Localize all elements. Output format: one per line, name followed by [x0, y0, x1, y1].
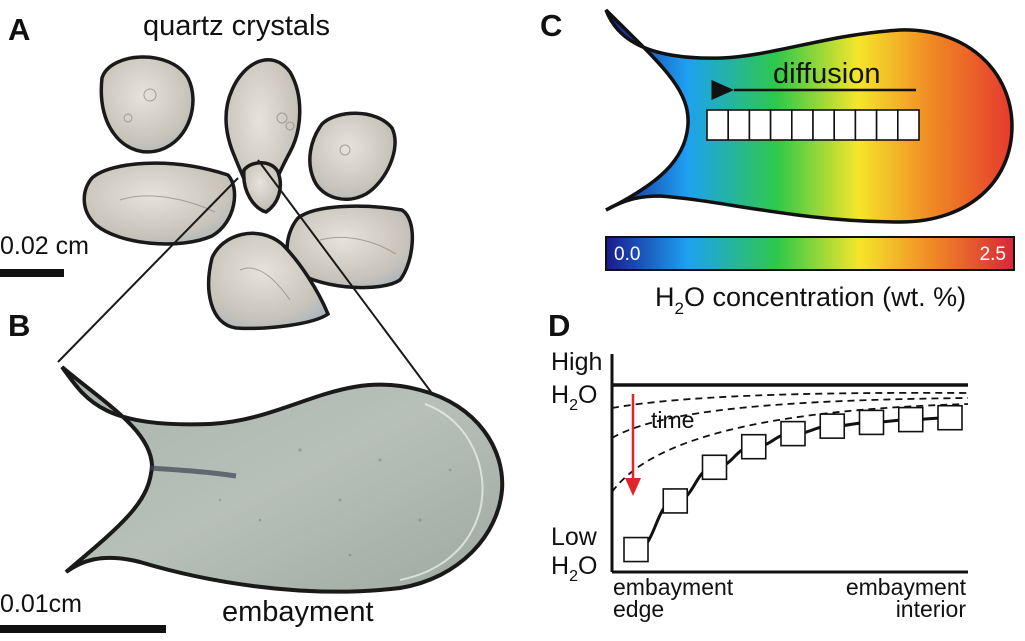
- panel-a: A quartz crystals 0.02 cm: [0, 10, 441, 405]
- panel-b-caption: embayment: [222, 596, 374, 628]
- profile-marker-5: [819, 413, 846, 439]
- zoom-line-right: [257, 159, 441, 405]
- x-right-line1: embayment: [846, 574, 967, 600]
- panel-b-scale-bar: [0, 625, 166, 633]
- sample-cells-row: [706, 109, 920, 141]
- sample-cell: [769, 109, 793, 141]
- profile-marker-1: [662, 488, 689, 514]
- embayment-photo-shape: [60, 365, 505, 594]
- embayment-rim-highlight: [399, 403, 484, 581]
- panel-d: D High H2O Low H2O time embayment edge e…: [548, 308, 969, 622]
- colorbar-max-label: 2.5: [980, 244, 1006, 265]
- time-arrow-head: [625, 478, 641, 496]
- profile-marker-8: [937, 404, 963, 431]
- sample-cell: [748, 109, 772, 141]
- sample-cell: [790, 109, 814, 141]
- colorbar-title-suffix: O concentration (wt. %): [684, 282, 966, 312]
- embayment-specks: [218, 448, 452, 557]
- y-high-line2: H2O: [551, 381, 597, 414]
- sample-cell: [896, 109, 920, 141]
- colorbar-title-sub: 2: [675, 299, 684, 318]
- panel-a-letter: A: [8, 12, 30, 47]
- zoom-line-left: [57, 177, 239, 363]
- dashed-curve-2: [611, 397, 969, 439]
- panel-a-scale-label: 0.02 cm: [0, 232, 89, 260]
- d-profile-markers: [623, 404, 963, 563]
- panel-a-title: quartz crystals: [143, 10, 330, 42]
- sample-cell: [812, 109, 836, 141]
- time-label: time: [651, 407, 694, 433]
- colorbar: [605, 236, 1015, 271]
- colorbar-title: H2O concentration (wt. %): [655, 282, 966, 318]
- panel-c: C diffusion 0.0 2.5 H2O concentration (w…: [540, 8, 1015, 318]
- crystal-left-flat: [82, 161, 237, 246]
- profile-marker-6: [858, 409, 885, 436]
- x-left-line1: embayment: [613, 574, 734, 600]
- x-left-line2: edge: [613, 596, 664, 622]
- x-right-line2: interior: [896, 596, 967, 622]
- profile-marker-2: [701, 454, 728, 481]
- profile-marker-3: [740, 433, 767, 460]
- y-high-line1: High: [551, 348, 602, 376]
- sample-cell: [875, 109, 899, 141]
- crystal-right-top: [308, 111, 397, 202]
- panel-b-letter: B: [8, 308, 30, 343]
- crystal-texture: [119, 88, 397, 301]
- d-dashed-curves: [611, 391, 969, 493]
- quartz-crystals-illustration: [82, 55, 414, 331]
- colorbar-title-prefix: H: [655, 282, 675, 312]
- dashed-curve-1: [611, 391, 969, 409]
- crystal-round-top: [99, 55, 195, 154]
- panel-b-scale-label: 0.01cm: [0, 590, 82, 618]
- dashed-curve-3: [611, 403, 969, 493]
- profile-marker-0: [623, 536, 649, 563]
- sample-cell: [706, 109, 730, 141]
- sample-cell: [727, 109, 751, 141]
- diffusion-label: diffusion: [773, 58, 881, 90]
- panel-a-scale-bar: [0, 269, 64, 277]
- panel-d-letter: D: [548, 308, 570, 343]
- crystal-bottom-center: [206, 231, 331, 331]
- profile-marker-7: [897, 406, 924, 433]
- colorbar-min-label: 0.0: [614, 244, 640, 265]
- profile-marker-4: [780, 420, 806, 447]
- sample-cell: [833, 109, 857, 141]
- sample-cell: [854, 109, 878, 141]
- panel-b: B 0.01cm embayment: [0, 308, 505, 633]
- y-low-line2: H2O: [551, 552, 597, 585]
- embayment-edge-streak: [149, 465, 237, 479]
- crystal-small-center: [242, 161, 283, 214]
- panel-c-letter: C: [540, 8, 562, 43]
- y-low-line1: Low: [551, 523, 598, 551]
